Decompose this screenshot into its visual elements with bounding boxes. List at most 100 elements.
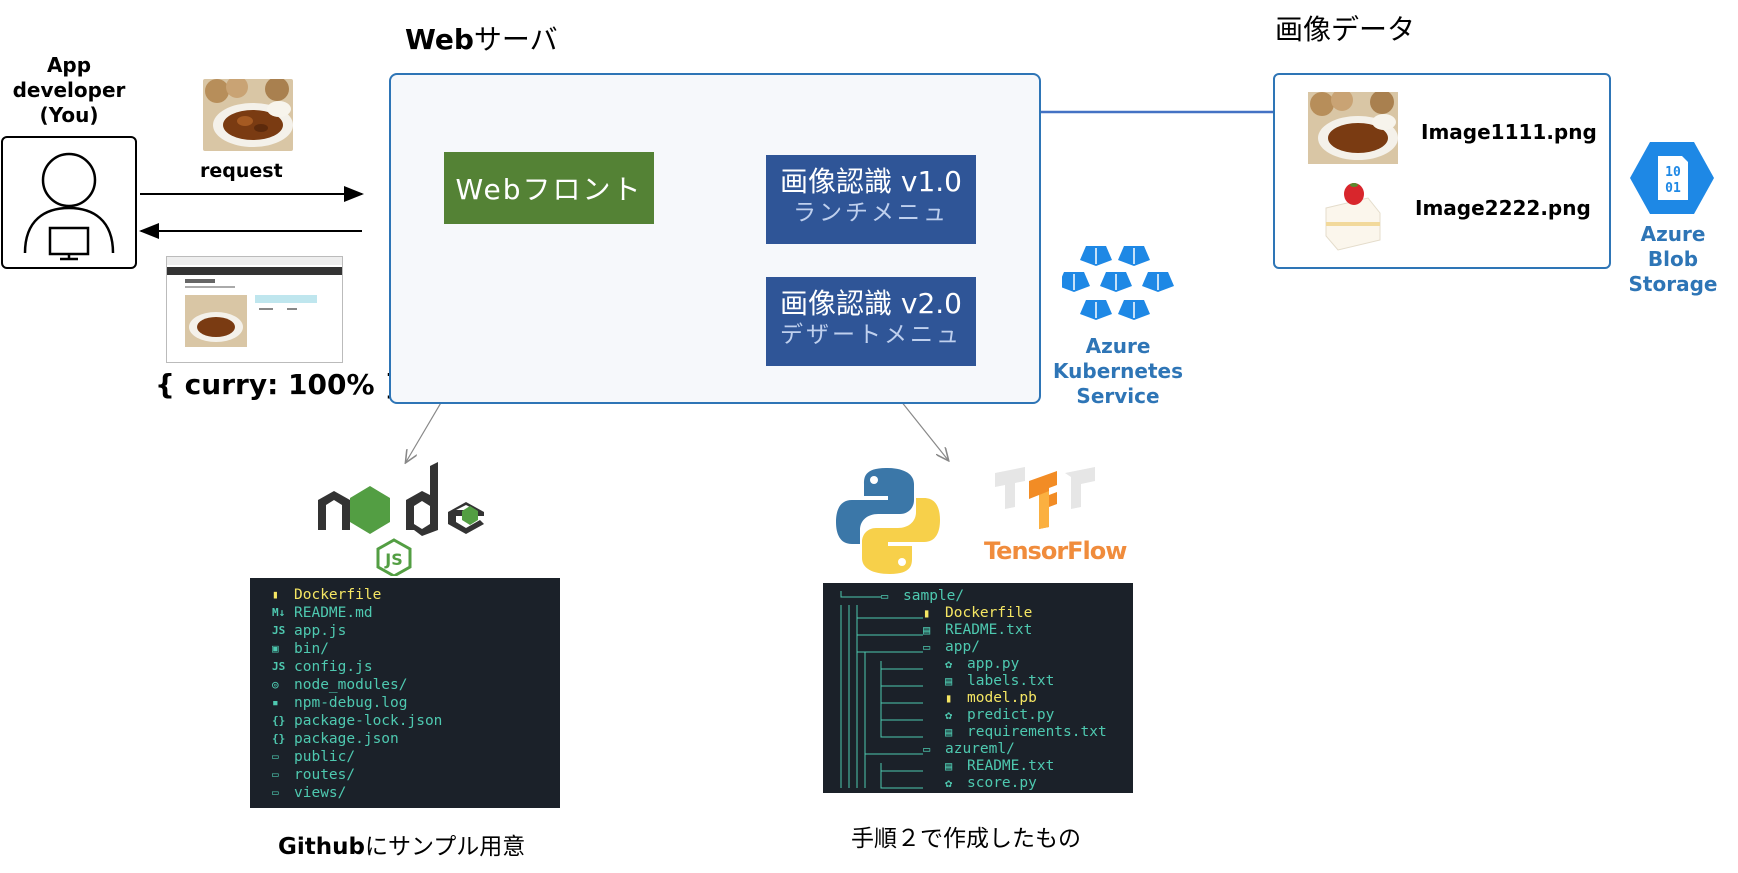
file-type-icon: ▤ (945, 725, 953, 739)
tensorflow-logo (995, 467, 1095, 533)
file-type-icon: {} (272, 714, 286, 727)
recognizer-v1-title: 画像認識 v1.0 (779, 165, 962, 198)
file-type-icon: ▭ (272, 768, 279, 781)
file-row: ◎node_modules/ (272, 676, 560, 694)
file-type-icon: ✿ (945, 776, 953, 790)
file-row: ▭ views/ (272, 784, 560, 802)
file-type-icon: ▮ (945, 691, 953, 705)
file-row: ▮ model.pb (945, 690, 1037, 707)
file-type-icon: ▪ (272, 696, 279, 709)
file-row: ▭ routes/ (272, 766, 560, 784)
file-name: Dockerfile (945, 605, 1033, 621)
file-type-icon: ▤ (923, 623, 931, 637)
file-row: JS config.js (272, 658, 560, 676)
file-name: model.pb (967, 690, 1037, 706)
result-text: { curry: 100% } (155, 368, 405, 401)
file-row: ▭ app/ (923, 639, 980, 656)
file-type-icon: ✿ (945, 657, 953, 671)
file-row: ▣ bin/ (272, 640, 560, 658)
web-front-node: Webフロント (444, 152, 654, 224)
file-type-icon: ▭ (923, 742, 931, 756)
recognizer-v1-node: 画像認識 v1.0 ランチメニュ (766, 155, 976, 244)
file-name: routes/ (294, 767, 356, 783)
svg-text:01: 01 (1665, 181, 1681, 196)
file-type-icon: ▭ (272, 750, 279, 763)
file-type-icon: ✿ (945, 708, 953, 722)
python-file-tree: ▭sample/▮Dockerfile▤README.txt▭app/✿app.… (823, 583, 1133, 793)
file-name: sample/ (903, 588, 965, 604)
file-type-icon: JS (272, 660, 286, 673)
file-row: ✿ app.py (945, 656, 1019, 673)
kubernetes-icon (1058, 244, 1174, 332)
file-name: config.js (294, 659, 373, 675)
file-name: package-lock.json (294, 713, 443, 729)
file-row: ▭ sample/ (881, 588, 964, 605)
image-file-2: Image2222.png (1415, 196, 1591, 220)
file-name: labels.txt (967, 673, 1055, 689)
file-name: README.txt (945, 622, 1033, 638)
file-name: bin/ (294, 641, 329, 657)
file-type-icon: {} (272, 732, 286, 745)
file-name: requirements.txt (967, 724, 1107, 740)
tensorflow-label: TensorFlow (984, 537, 1127, 565)
svg-text:10: 10 (1665, 165, 1681, 180)
file-row: ▭ azureml/ (923, 741, 1015, 758)
file-row: {} package.json (272, 730, 560, 748)
file-name: predict.py (967, 707, 1055, 723)
recognizer-v2-subtitle: デザートメニュ (780, 322, 962, 348)
file-type-icon: JS (272, 624, 286, 637)
file-name: app.py (967, 656, 1020, 672)
file-name: package.json (294, 731, 399, 747)
file-type-icon: ▮ (923, 606, 931, 620)
file-name: README.md (294, 605, 373, 621)
file-type-icon: ▣ (272, 642, 279, 655)
nodejs-caption: Githubにサンプル用意 (278, 834, 526, 860)
file-row: ▪ npm-debug.log (272, 694, 560, 712)
file-type-icon: ▭ (272, 786, 279, 799)
curry-image-thumbnail (1308, 92, 1398, 164)
file-name: README.txt (967, 758, 1055, 774)
svg-text:JS: JS (384, 550, 402, 569)
file-name: azureml/ (945, 741, 1015, 757)
python-caption: 手順２で作成したもの (851, 826, 1081, 852)
file-row: M↓ README.md (272, 604, 560, 622)
file-row: ▤ README.txt (923, 622, 1032, 639)
file-name: Dockerfile (294, 587, 382, 603)
curry-photo (203, 79, 293, 151)
tree-guide-lines (840, 591, 923, 789)
file-type-icon: ▭ (923, 640, 931, 654)
blob-storage-icon: 10 01 (1628, 140, 1716, 220)
file-type-icon: ▭ (881, 589, 889, 603)
file-name: app.js (294, 623, 347, 639)
recognizer-v1-subtitle: ランチメニュ (793, 200, 949, 226)
file-type-icon: ▮ (272, 588, 279, 601)
file-row: ▤ requirements.txt (945, 724, 1107, 741)
file-name: views/ (294, 785, 347, 801)
recognizer-v2-node: 画像認識 v2.0 デザートメニュ (766, 277, 976, 366)
file-type-icon: ◎ (272, 678, 279, 691)
file-name: npm-debug.log (294, 695, 408, 711)
file-row: ▤ labels.txt (945, 673, 1054, 690)
app-developer-label: App developer (You) (12, 53, 126, 127)
user-icon (1, 136, 137, 269)
request-label: request (200, 160, 283, 182)
image-data-title: 画像データ (1275, 13, 1416, 46)
file-row: ▭ public/ (272, 748, 560, 766)
file-row: ▤README.txt (945, 758, 1054, 775)
python-logo (834, 466, 942, 580)
file-type-icon: ▤ (945, 674, 953, 688)
nodejs-logo: JS (314, 458, 500, 580)
recognizer-v2-title: 画像認識 v2.0 (779, 287, 962, 320)
image-file-1: Image1111.png (1421, 120, 1597, 144)
web-server-title: Webサーバ (405, 23, 558, 56)
file-row: JS app.js (272, 622, 560, 640)
file-name: public/ (294, 749, 356, 765)
file-name: score.py (967, 775, 1037, 791)
file-name: app/ (945, 639, 980, 655)
file-row: ▮ Dockerfile (272, 586, 560, 604)
file-row: ✿ score.py (945, 775, 1037, 792)
file-type-icon: M↓ (272, 606, 286, 619)
